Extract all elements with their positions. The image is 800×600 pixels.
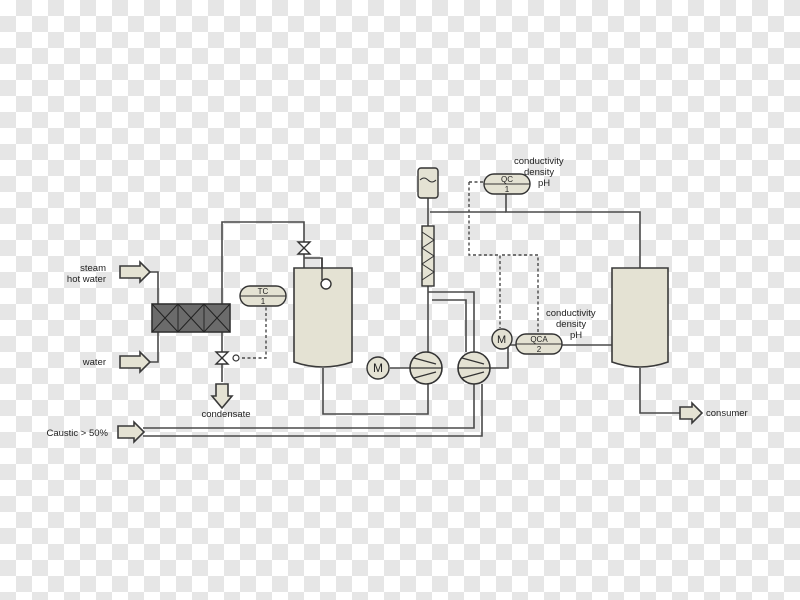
motor-1: M	[366, 356, 390, 380]
steam-inlet-arrow-icon	[119, 260, 152, 284]
flow-arrows	[117, 260, 704, 444]
label-steam: steam	[80, 263, 106, 274]
label-qc-conductivity: conductivity	[514, 156, 564, 167]
mixer-to-pump-2-pipe	[428, 291, 475, 352]
label-qca-ph: pH	[570, 330, 582, 341]
qc-line	[505, 193, 641, 268]
level-sensor-icon	[320, 278, 332, 290]
caustic-feed-pipe-b	[143, 384, 483, 437]
instrument-tc: TC 1	[239, 285, 287, 307]
label-consumer: consumer	[706, 408, 748, 419]
signal-lines	[240, 182, 539, 359]
label-hot-water: hot water	[67, 274, 106, 285]
label-qc-ph: pH	[538, 178, 550, 189]
condensate-outlet-arrow-icon	[210, 383, 234, 410]
heating-tank	[293, 258, 353, 368]
label-condensate: condensate	[201, 409, 250, 420]
label-qca-conductivity: conductivity	[546, 308, 596, 319]
label-water: water	[82, 357, 106, 368]
consumer-outlet-arrow-icon	[679, 401, 704, 425]
consumer-outlet-pipe	[639, 368, 680, 414]
instrument-qc: QC 1	[483, 173, 531, 195]
pump-2	[457, 351, 491, 385]
storage-tank	[611, 267, 669, 368]
condensate-valve	[214, 351, 240, 365]
pump-1	[409, 351, 443, 385]
qc-number: 1	[505, 185, 510, 194]
instrument-qca: QCA 2	[515, 333, 563, 355]
tank-outlet-pipe	[322, 368, 429, 415]
tc-signal-line	[240, 297, 267, 359]
caustic-feed-pipe-a	[143, 384, 475, 429]
caustic-inlet-arrow-icon	[117, 420, 146, 444]
water-inlet-arrow-icon	[119, 350, 152, 374]
label-caustic: Caustic > 50%	[46, 428, 108, 439]
static-mixer	[421, 225, 435, 287]
mixer-bypass-pipe	[432, 299, 467, 352]
dosing-tank	[417, 167, 439, 199]
tc-number: 1	[261, 297, 266, 306]
qc-signal-line	[468, 182, 501, 328]
label-qca-density: density	[556, 319, 586, 330]
qc-name: QC	[501, 175, 513, 184]
qca-name: QCA	[530, 335, 548, 344]
qca-signal-line	[502, 254, 539, 336]
label-qc-density: density	[524, 167, 554, 178]
motor-2-label: M	[497, 334, 506, 346]
water-inlet-pipe	[150, 332, 159, 363]
control-valve-top	[296, 241, 312, 255]
tc-name: TC	[258, 287, 269, 296]
motor-1-label: M	[373, 361, 383, 375]
qca-number: 2	[537, 345, 542, 354]
labels: steam hot water water condensate Caustic…	[46, 156, 747, 439]
steam-inlet-pipe	[150, 271, 159, 305]
motor-2: M	[491, 328, 513, 350]
heat-exchanger	[151, 303, 231, 333]
